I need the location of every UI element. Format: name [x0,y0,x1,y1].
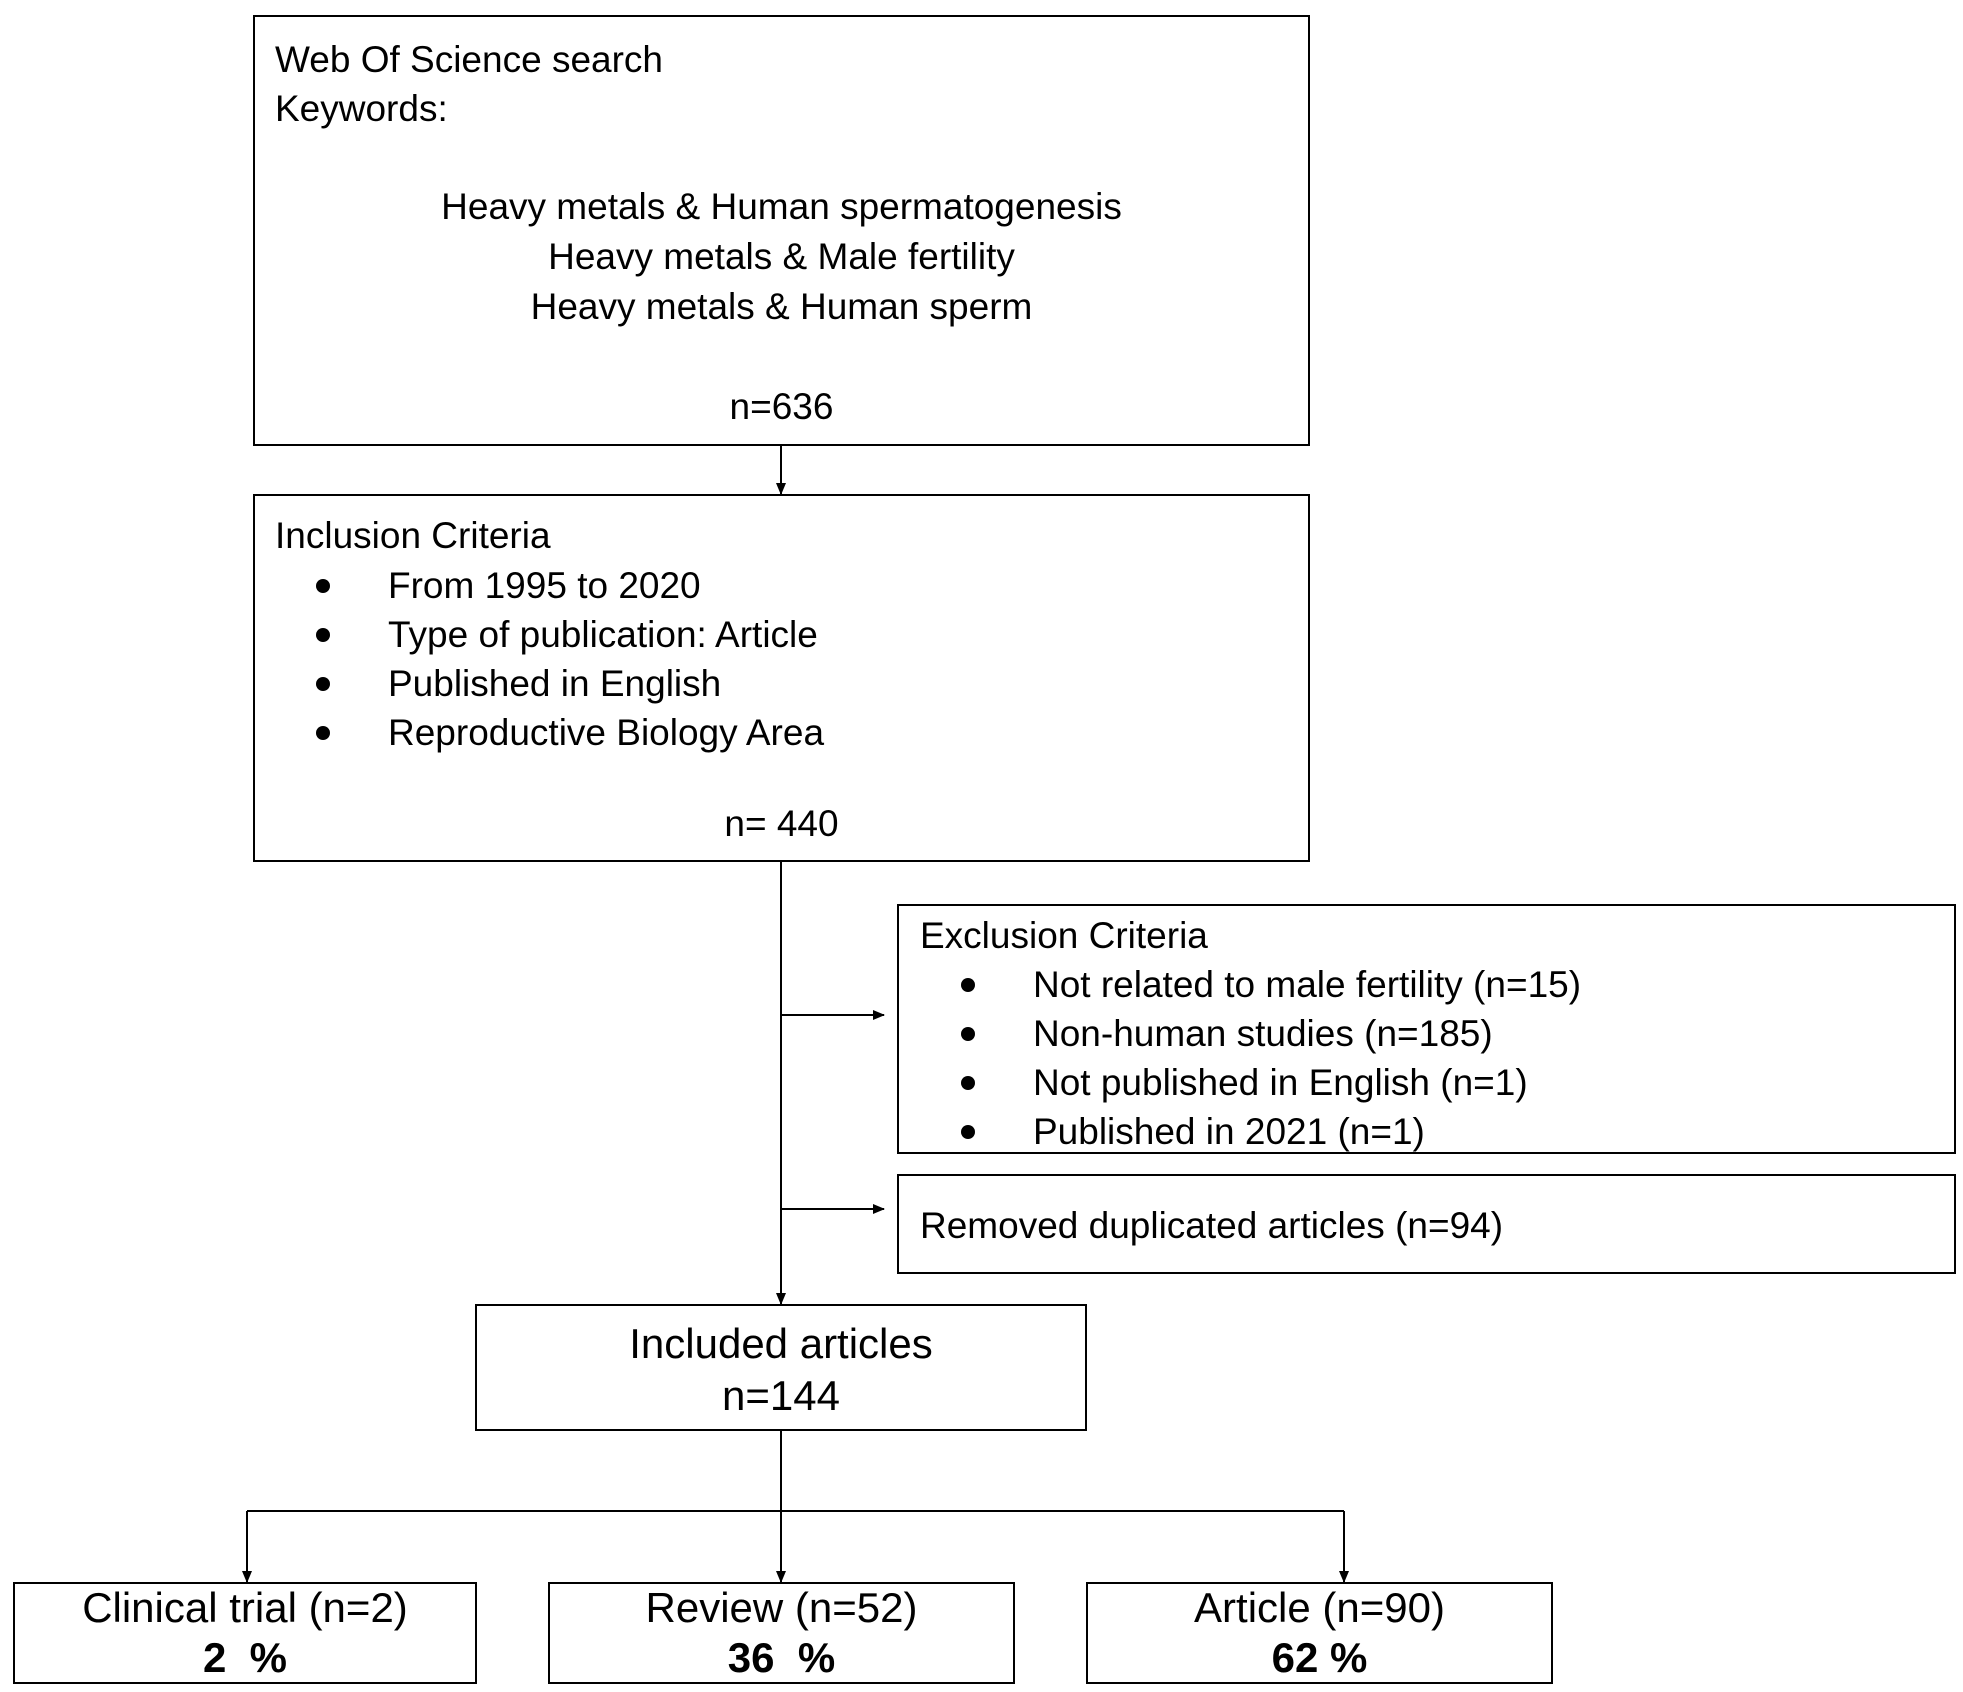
keyword-1: Heavy metals & Human spermatogenesis [441,186,1122,227]
exclusion-item-label: Not published in English (n=1) [1033,1062,1528,1103]
clinical-trial-label: Clinical trial (n=2) [82,1584,408,1631]
review-box: Review (n=52) 36 % [548,1582,1015,1684]
inclusion-item-label: Type of publication: Article [388,614,818,655]
exclusion-title: Exclusion Criteria [920,915,1208,956]
duplicates-label: Removed duplicated articles (n=94) [920,1205,1504,1246]
list-item: Published in 2021 (n=1) [920,1107,1581,1156]
bullet-icon [316,726,330,740]
clinical-trial-percent: 2 % [202,1634,288,1681]
inclusion-count: n= 440 [724,803,839,844]
bullet-icon [316,579,330,593]
duplicates-box: Removed duplicated articles (n=94) [897,1174,1956,1274]
list-item: Published in English [275,659,824,708]
included-box: Included articles n=144 [475,1304,1087,1431]
list-item: Not related to male fertility (n=15) [920,960,1581,1009]
inclusion-box: Inclusion Criteria From 1995 to 2020 Typ… [253,494,1310,862]
inclusion-item-label: Published in English [388,663,722,704]
review-label: Review (n=52) [645,1584,918,1631]
inclusion-title: Inclusion Criteria [275,515,551,556]
keyword-2: Heavy metals & Male fertility [548,236,1015,277]
search-box: Web Of Science search Keywords: Heavy me… [253,15,1310,446]
list-item: Type of publication: Article [275,610,824,659]
exclusion-item-label: Not related to male fertility (n=15) [1033,964,1582,1005]
keywords-label: Keywords: [275,88,448,129]
included-count: n=144 [722,1372,840,1419]
bullet-icon [961,1027,975,1041]
search-title: Web Of Science search [275,39,663,80]
exclusion-list: Not related to male fertility (n=15) Non… [920,960,1581,1156]
keyword-3: Heavy metals & Human sperm [530,286,1033,327]
list-item: Not published in English (n=1) [920,1058,1581,1107]
list-item: From 1995 to 2020 [275,561,824,610]
inclusion-list: From 1995 to 2020 Type of publication: A… [275,561,824,757]
clinical-trial-box: Clinical trial (n=2) 2 % [13,1582,477,1684]
search-count: n=636 [729,386,834,427]
list-item: Non-human studies (n=185) [920,1009,1581,1058]
list-item: Reproductive Biology Area [275,708,824,757]
article-box: Article (n=90) 62 % [1086,1582,1553,1684]
bullet-icon [961,1076,975,1090]
exclusion-item-label: Non-human studies (n=185) [1033,1013,1493,1054]
exclusion-item-label: Published in 2021 (n=1) [1033,1111,1425,1152]
article-percent: 62 % [1271,1634,1368,1681]
bullet-icon [961,978,975,992]
inclusion-item-label: Reproductive Biology Area [388,712,825,753]
review-percent: 36 % [727,1634,836,1681]
article-label: Article (n=90) [1194,1584,1445,1631]
bullet-icon [961,1125,975,1139]
bullet-icon [316,677,330,691]
exclusion-box: Exclusion Criteria Not related to male f… [897,904,1956,1154]
bullet-icon [316,628,330,642]
inclusion-item-label: From 1995 to 2020 [388,565,701,606]
included-title: Included articles [629,1320,933,1367]
